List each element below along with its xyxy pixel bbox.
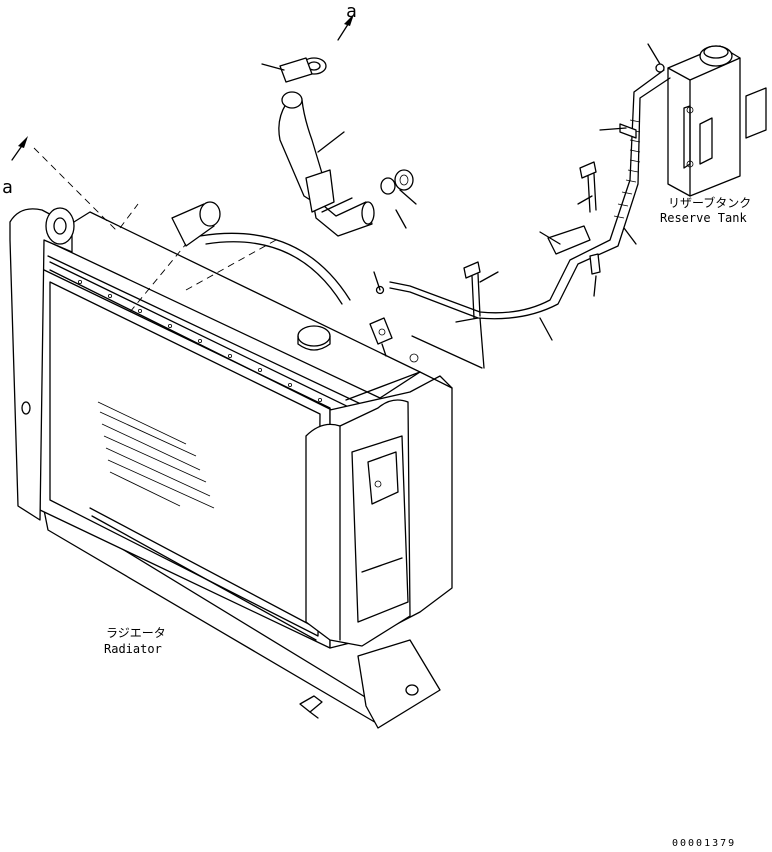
core-louvers xyxy=(97,401,215,509)
overflow-hose xyxy=(375,63,671,320)
bolts xyxy=(463,161,597,319)
upper-hose-group xyxy=(278,57,414,237)
radiator-label-en: Radiator xyxy=(104,642,162,656)
reference-lines xyxy=(33,147,277,313)
leader-lines xyxy=(261,43,661,369)
reference-label-a-left: a xyxy=(2,177,13,198)
rail-holes xyxy=(78,279,352,417)
reserve-tank xyxy=(667,45,767,197)
reference-label-a-top: a xyxy=(346,1,357,22)
reference-arrows xyxy=(11,14,354,161)
radiator-label-jp: ラジエータ xyxy=(106,626,166,640)
reserve-tank-label-jp: リザーブタンク xyxy=(668,196,752,210)
radiator-assembly xyxy=(9,201,453,729)
drawing-number: 00001379 xyxy=(672,838,737,849)
reserve-tank-label-en: Reserve Tank xyxy=(660,211,747,225)
